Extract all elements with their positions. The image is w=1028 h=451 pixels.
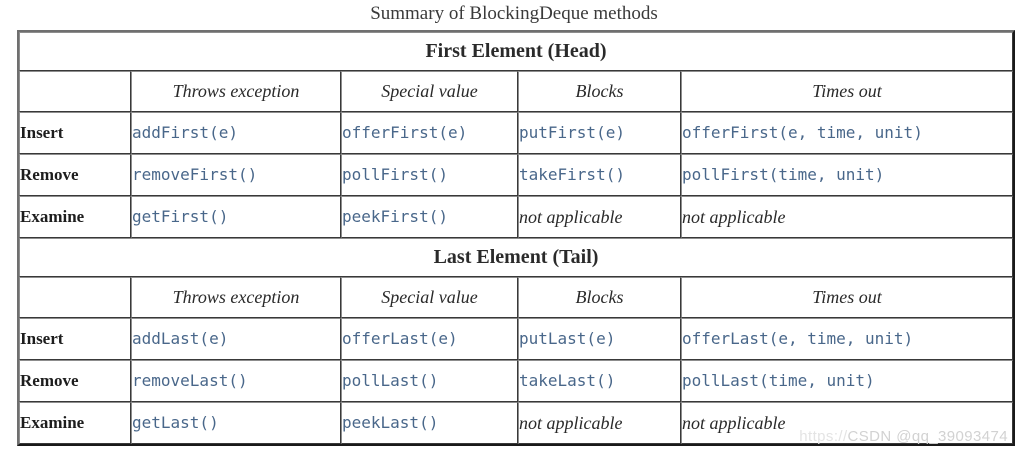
section-heading: Last Element (Tail) bbox=[19, 238, 1014, 277]
method-signature-cell: getLast() bbox=[131, 402, 341, 444]
column-header: Throws exception bbox=[131, 277, 341, 318]
column-header: Special value bbox=[341, 71, 518, 112]
row-label: Remove bbox=[19, 154, 131, 196]
row-label: Examine bbox=[19, 402, 131, 444]
method-signature-cell: pollFirst(time, unit) bbox=[681, 154, 1014, 196]
column-header: Blocks bbox=[518, 71, 681, 112]
not-applicable-cell: not applicable bbox=[681, 402, 1014, 444]
not-applicable-cell: not applicable bbox=[681, 196, 1014, 238]
method-signature-cell: putFirst(e) bbox=[518, 112, 681, 154]
section-heading-row: Last Element (Tail) bbox=[19, 238, 1014, 277]
method-signature-cell: takeLast() bbox=[518, 360, 681, 402]
method-signature-cell: addFirst(e) bbox=[131, 112, 341, 154]
column-header: Special value bbox=[341, 277, 518, 318]
row-label: Insert bbox=[19, 318, 131, 360]
column-header: Times out bbox=[681, 71, 1014, 112]
column-header-corner bbox=[19, 277, 131, 318]
method-signature-cell: removeLast() bbox=[131, 360, 341, 402]
method-signature-cell: putLast(e) bbox=[518, 318, 681, 360]
column-header: Blocks bbox=[518, 277, 681, 318]
row-label: Insert bbox=[19, 112, 131, 154]
page-title: Summary of BlockingDeque methods bbox=[370, 3, 658, 24]
method-signature-cell: pollLast() bbox=[341, 360, 518, 402]
section-heading: First Element (Head) bbox=[19, 32, 1014, 71]
method-signature-cell: takeFirst() bbox=[518, 154, 681, 196]
row-label: Examine bbox=[19, 196, 131, 238]
method-signature-cell: removeFirst() bbox=[131, 154, 341, 196]
method-signature-cell: offerFirst(e, time, unit) bbox=[681, 112, 1014, 154]
column-header-corner bbox=[19, 71, 131, 112]
column-header: Throws exception bbox=[131, 71, 341, 112]
column-header: Times out bbox=[681, 277, 1014, 318]
not-applicable-cell: not applicable bbox=[518, 402, 681, 444]
method-signature-cell: pollLast(time, unit) bbox=[681, 360, 1014, 402]
method-signature-cell: getFirst() bbox=[131, 196, 341, 238]
method-signature-cell: addLast(e) bbox=[131, 318, 341, 360]
method-signature-cell: offerLast(e, time, unit) bbox=[681, 318, 1014, 360]
method-signature-cell: peekFirst() bbox=[341, 196, 518, 238]
method-signature-cell: offerFirst(e) bbox=[341, 112, 518, 154]
method-signature-cell: pollFirst() bbox=[341, 154, 518, 196]
row-label: Remove bbox=[19, 360, 131, 402]
method-signature-cell: offerLast(e) bbox=[341, 318, 518, 360]
not-applicable-cell: not applicable bbox=[518, 196, 681, 238]
section-heading-row: First Element (Head) bbox=[19, 32, 1014, 71]
method-signature-cell: peekLast() bbox=[341, 402, 518, 444]
